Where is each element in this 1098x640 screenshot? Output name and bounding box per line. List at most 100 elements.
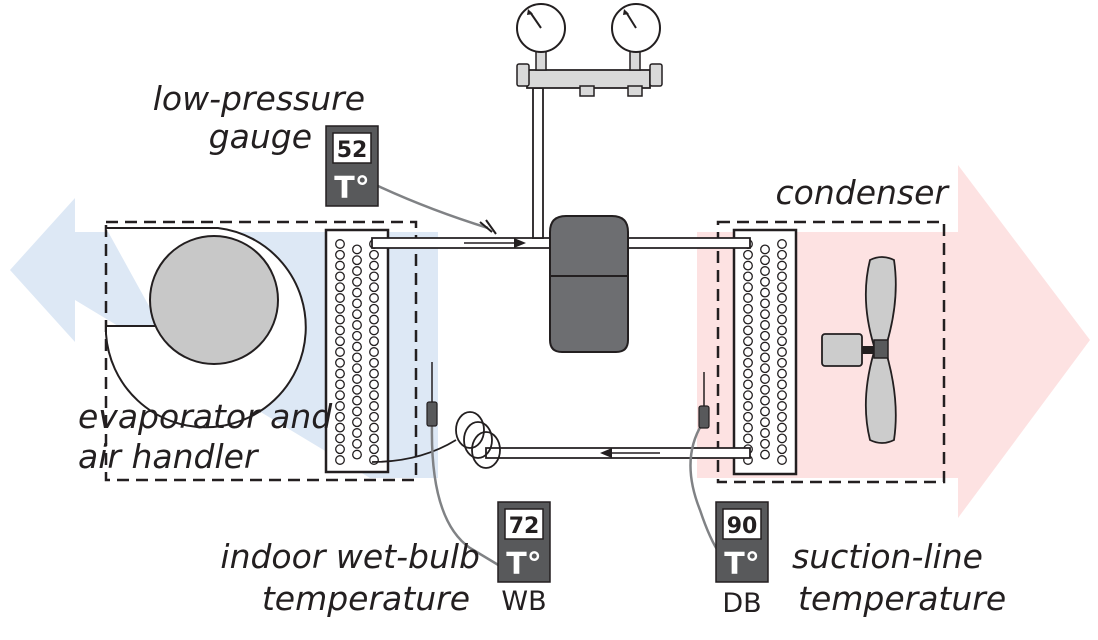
coil-tube <box>777 444 787 455</box>
coil-tube <box>369 314 379 325</box>
coil-tube <box>369 411 379 422</box>
coil-tube <box>369 433 379 444</box>
coil-tube <box>352 255 362 266</box>
coil-tube <box>760 363 770 374</box>
coil-tube <box>352 298 362 309</box>
coil-tube <box>335 411 345 422</box>
coil-tube <box>777 325 787 336</box>
coil-tube <box>352 406 362 417</box>
coil-tube <box>369 293 379 303</box>
coil-tube <box>352 449 362 460</box>
coil-tube <box>352 330 362 341</box>
suction-reading: 90 <box>727 514 758 539</box>
coil-tube <box>743 314 753 325</box>
coil-tube <box>743 347 753 357</box>
coil-tube <box>369 282 379 293</box>
pressure-unit-symbol: T° <box>334 171 369 206</box>
label-indoor-wb-line1: indoor wet-bulb <box>220 537 480 576</box>
coil-tube <box>743 325 753 336</box>
coil-tube <box>743 422 753 433</box>
coil-tube <box>777 379 787 390</box>
coil-tube <box>777 401 787 411</box>
coil-tube <box>760 320 770 330</box>
coil-tube <box>760 276 770 287</box>
manifold-gauge-set <box>516 3 663 239</box>
coil-tube <box>352 244 362 255</box>
coil-tube <box>777 271 787 282</box>
coil-tube <box>335 314 345 325</box>
suction-unit-symbol: T° <box>724 547 759 582</box>
coil-tube <box>760 309 770 320</box>
coil-tube <box>777 455 787 465</box>
coil-tube <box>743 368 753 379</box>
coil-tube <box>743 282 753 293</box>
coil-tube <box>743 411 753 422</box>
coil-tube <box>369 260 379 271</box>
label-low-pressure-line1: low-pressure <box>153 79 365 118</box>
coil-tube <box>335 390 345 401</box>
coil-tube <box>335 271 345 282</box>
coil-tube <box>352 438 362 449</box>
coil-tube <box>335 347 345 357</box>
coil-tube <box>352 352 362 363</box>
suction-probe <box>698 372 710 429</box>
coil-tube <box>369 444 379 455</box>
wetbulb-probe <box>426 362 438 427</box>
coil-tube <box>352 309 362 320</box>
coil-tube <box>760 266 770 276</box>
coil-tube <box>369 401 379 411</box>
coil-tube <box>777 357 787 368</box>
probe-wires <box>377 184 722 568</box>
coil-tube <box>743 249 753 260</box>
label-low-pressure-line2: gauge <box>209 117 312 156</box>
coil-tube <box>369 271 379 282</box>
coil-tube <box>760 341 770 352</box>
liquid-line <box>485 447 751 459</box>
coil-tube <box>352 428 362 438</box>
coil-tube <box>743 390 753 401</box>
coil-tube <box>352 395 362 406</box>
label-indoor-wb-line2: temperature <box>262 579 470 618</box>
coil-tube <box>352 266 362 276</box>
coil-tube <box>335 260 345 271</box>
condenser-coil <box>732 228 798 476</box>
compressor <box>549 215 629 353</box>
coil-tube <box>335 249 345 260</box>
coil-tube <box>760 417 770 428</box>
air-handler-box <box>104 220 418 482</box>
pressure-reading: 52 <box>337 138 368 163</box>
wetbulb-reading: 72 <box>509 514 540 539</box>
suction-line <box>371 237 751 249</box>
coil-tube <box>335 444 345 455</box>
coil-tube <box>369 357 379 368</box>
coil-tube <box>760 287 770 298</box>
coil-tube <box>352 320 362 330</box>
coil-tube <box>777 411 787 422</box>
label-condenser: condenser <box>776 173 951 212</box>
coil-tube <box>335 433 345 444</box>
coil-tube <box>335 336 345 347</box>
coil-tube <box>777 433 787 444</box>
condenser-fan <box>821 256 897 444</box>
coil-tube <box>335 325 345 336</box>
coil-tube <box>352 341 362 352</box>
coil-tube <box>760 298 770 309</box>
clamp-probe <box>479 219 497 235</box>
coil-tube <box>369 336 379 347</box>
coil-tube <box>335 368 345 379</box>
expansion-coil <box>371 411 501 469</box>
coil-tube <box>369 325 379 336</box>
coil-tube <box>335 282 345 293</box>
coil-tube <box>760 330 770 341</box>
coil-tube <box>369 379 379 390</box>
coil-tube <box>777 390 787 401</box>
wetbulb-meter: 72 T° <box>497 501 551 583</box>
coil-tube <box>760 449 770 460</box>
condenser-box <box>716 220 946 484</box>
coil-tube <box>760 384 770 395</box>
coil-tube <box>369 455 379 465</box>
coil-tube <box>777 347 787 357</box>
coil-tube <box>777 422 787 433</box>
coil-tube <box>777 293 787 303</box>
coil-tube <box>352 417 362 428</box>
